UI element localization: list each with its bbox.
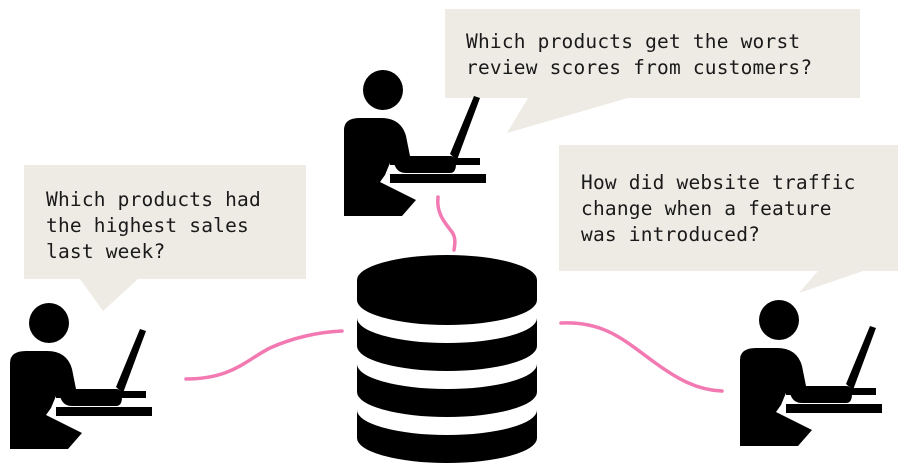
- question-text-left: Which products had the highest sales las…: [46, 188, 261, 263]
- connector-lines: [184, 195, 724, 393]
- person-at-laptop-icon: [10, 303, 152, 449]
- connector-left: [184, 329, 344, 381]
- question-text-right: How did website traffic change when a fe…: [581, 171, 856, 246]
- question-text-top: Which products get the worst review scor…: [466, 30, 813, 79]
- speech-bubble-right: [559, 145, 898, 293]
- speech-bubble-top: [445, 9, 860, 133]
- connector-right: [559, 321, 724, 393]
- database-icon: [357, 255, 537, 463]
- person-at-laptop-icon: [740, 300, 882, 446]
- connector-top: [436, 195, 457, 252]
- speech-bubble-left: [24, 165, 306, 311]
